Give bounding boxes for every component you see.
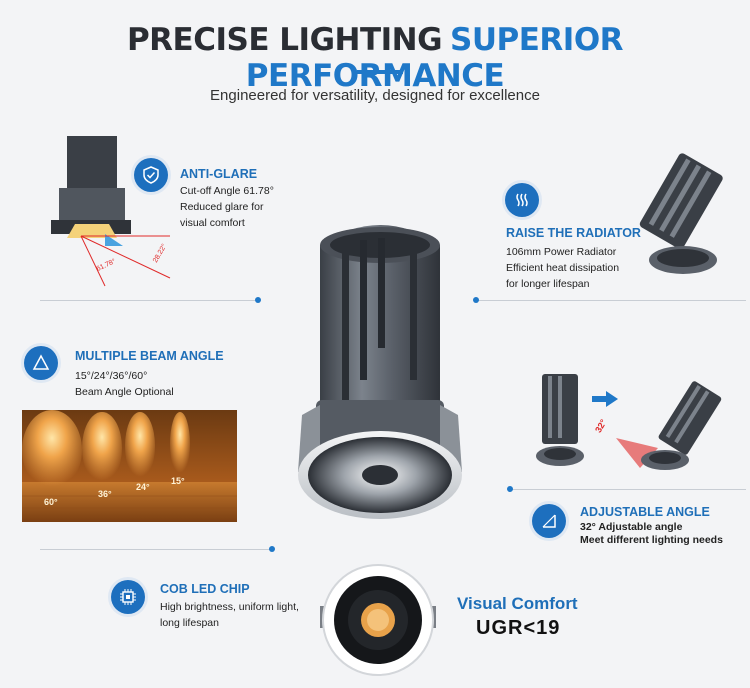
beam-badge [24, 346, 58, 380]
beam-label-24: 24° [136, 482, 150, 492]
radiator-product-image [639, 153, 723, 274]
cob-badge [111, 580, 145, 614]
radiator-text: 106mm Power Radiator Efficient heat diss… [506, 244, 619, 292]
anti-glare-text: Cut-off Angle 61.78° Reduced glare for v… [180, 183, 274, 231]
anti-glare-line-1: Cut-off Angle 61.78° [180, 185, 274, 197]
adjustable-title: ADJUSTABLE ANGLE [580, 505, 710, 519]
connector-dot [269, 546, 275, 552]
adjustable-angle-diagram [536, 374, 722, 470]
downlight-product-image [298, 225, 462, 519]
connector-dot [507, 486, 513, 492]
beam-angle-photo [22, 410, 237, 522]
radiator-title: RAISE THE RADIATOR [506, 226, 641, 240]
beam-title: MULTIPLE BEAM ANGLE [75, 349, 224, 363]
adjustable-line-2: Meet different lighting needs [580, 534, 723, 546]
heat-waves-icon [516, 193, 528, 207]
divider-left-bottom [40, 549, 270, 550]
visual-comfort-title: Visual Comfort [457, 594, 578, 613]
connector-dot [255, 297, 261, 303]
divider-right-top [476, 300, 746, 301]
shield-check-icon [143, 166, 159, 184]
cob-line-2: long lifespan [160, 617, 219, 629]
radiator-line-3: for longer lifespan [506, 278, 590, 290]
beam-label-60: 60° [44, 497, 58, 507]
anti-glare-badge [134, 158, 168, 192]
anti-glare-line-3: visual comfort [180, 217, 245, 229]
page-subtitle: Engineered for versatility, designed for… [210, 87, 540, 104]
cob-line-1: High brightness, uniform light, [160, 601, 299, 613]
chip-icon [120, 589, 136, 605]
triangle-icon [32, 354, 50, 370]
anti-glare-title: ANTI-GLARE [180, 167, 258, 181]
adjustable-badge [532, 504, 566, 538]
radiator-line-1: 106mm Power Radiator [506, 246, 617, 258]
beam-label-15: 15° [171, 476, 185, 486]
title-part1: PRECISE LIGHTING [126, 22, 443, 58]
cob-text: High brightness, uniform light, long lif… [160, 599, 299, 631]
anti-glare-line-2: Reduced glare for [180, 201, 264, 213]
angle-icon [542, 514, 556, 528]
radiator-line-2: Efficient heat dissipation [506, 262, 620, 274]
downlight-front-view [320, 564, 436, 676]
divider-left-top [40, 300, 255, 301]
ugr-value: UGR<19 [476, 617, 561, 639]
title-part2: SUPERIOR PERFORMANCE [245, 22, 624, 94]
adjustable-line-1: 32° Adjustable angle [580, 521, 683, 533]
anti-glare-diagram [51, 136, 171, 287]
connector-dot [473, 297, 479, 303]
divider-right-mid [510, 489, 746, 490]
beam-line-1: 15°/24°/36°/60° [75, 370, 148, 382]
beam-label-36: 36° [98, 489, 112, 499]
cob-title: COB LED CHIP [160, 582, 250, 596]
radiator-badge [505, 183, 539, 217]
beam-line-2: Beam Angle Optional [75, 386, 174, 398]
adjustable-text: 32° Adjustable angle Meet different ligh… [580, 521, 723, 547]
title-underline [357, 70, 403, 74]
beam-text: 15°/24°/36°/60° Beam Angle Optional [75, 368, 174, 400]
